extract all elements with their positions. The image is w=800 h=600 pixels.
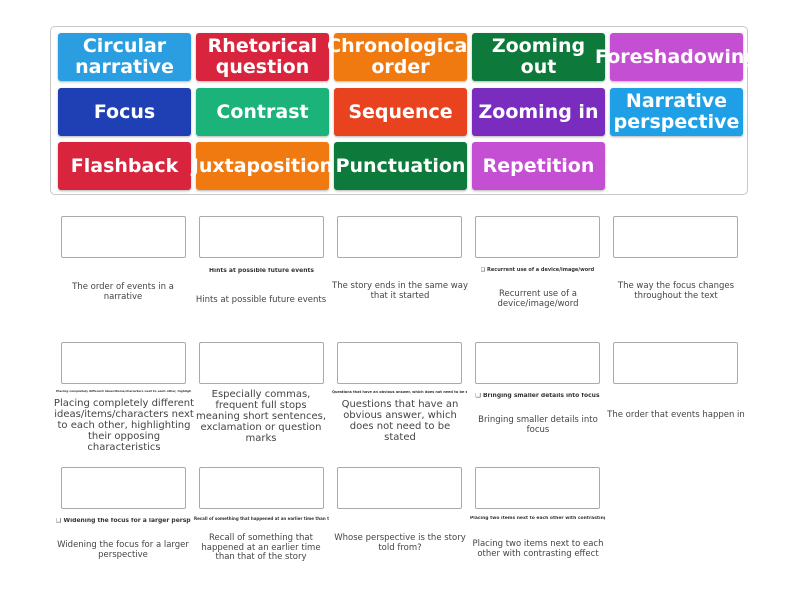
slot-preview: ❑ Recurrent use of a device/image/word <box>480 267 595 273</box>
tile-repetition[interactable]: Repetition <box>472 142 605 190</box>
tile-rhetorical-question[interactable]: Rhetorical question <box>196 33 329 81</box>
drop-slot[interactable] <box>61 467 186 509</box>
drop-slot[interactable] <box>475 467 600 509</box>
drop-slot[interactable] <box>337 342 462 384</box>
drop-slot[interactable] <box>337 467 462 509</box>
tile-flashback[interactable]: Flashback <box>58 142 191 190</box>
tile-circular-narrative[interactable]: Circular narrative <box>58 33 191 81</box>
clue-text: The order of events in a narrative <box>72 282 174 302</box>
clue-text: Questions that have an obvious answer, w… <box>341 399 459 443</box>
tile-foreshadowing[interactable]: Foreshadowing <box>595 33 758 81</box>
answer-tile-bank: Circular narrative Rhetorical question C… <box>50 26 758 195</box>
tile-zooming-out[interactable]: Zooming out <box>472 33 605 81</box>
drop-slot[interactable] <box>475 216 600 258</box>
clue-text: Widening the focus for a larger perspect… <box>57 540 189 560</box>
clue-text: Bringing smaller details into focus <box>478 415 598 435</box>
tile-punctuation[interactable]: Punctuation <box>334 142 467 190</box>
slot-preview: Placing completely different ideas/items… <box>56 389 191 393</box>
clue-text: Recurrent use of a device/image/word <box>497 289 579 309</box>
clue-text: Recall of something that happened at an … <box>201 533 321 562</box>
slot-preview: Hints at possible future events <box>209 268 314 274</box>
clue-text: The way the focus changes throughout the… <box>617 281 735 301</box>
drop-slot[interactable] <box>199 342 324 384</box>
slot-preview: ❑ Widening the focus for a larger perspe… <box>56 518 191 524</box>
slot-preview: ❑ Bringing smaller details into focus <box>475 393 600 399</box>
drop-slot[interactable] <box>613 342 738 384</box>
clue-text: The order that events happen in <box>607 410 745 420</box>
clue-text: The story ends in the same way that it s… <box>332 281 468 301</box>
tile-zooming-in[interactable]: Zooming in <box>472 88 605 136</box>
drop-slot[interactable] <box>199 216 324 258</box>
slot-preview: Questions that have an obvious answer, w… <box>332 390 467 394</box>
tile-contrast[interactable]: Contrast <box>196 88 329 136</box>
tile-focus[interactable]: Focus <box>58 88 191 136</box>
clue-text: Whose perspective is the story told from… <box>334 533 466 553</box>
drop-slot[interactable] <box>613 216 738 258</box>
clue-text: Hints at possible future events <box>195 295 327 305</box>
drop-slot[interactable] <box>61 216 186 258</box>
clue-text: Placing two items next to each other wit… <box>472 539 604 559</box>
drop-slot[interactable] <box>199 467 324 509</box>
drop-slot[interactable] <box>61 342 186 384</box>
tile-chronological-order[interactable]: Chronological order <box>327 33 474 81</box>
tile-narrative-perspective[interactable]: Narrative perspective <box>610 88 743 136</box>
slot-preview: Recall of something that happened at an … <box>194 516 329 521</box>
tile-juxtaposition[interactable]: Juxtaposition <box>192 142 333 190</box>
clue-text: Especially commas, frequent full stops m… <box>195 389 327 444</box>
drop-slot[interactable] <box>475 342 600 384</box>
slot-preview: Placing two items next to each other wit… <box>470 516 605 521</box>
tile-sequence[interactable]: Sequence <box>334 88 467 136</box>
drop-slot[interactable] <box>337 216 462 258</box>
clue-text: Placing completely different ideas/items… <box>53 398 195 453</box>
